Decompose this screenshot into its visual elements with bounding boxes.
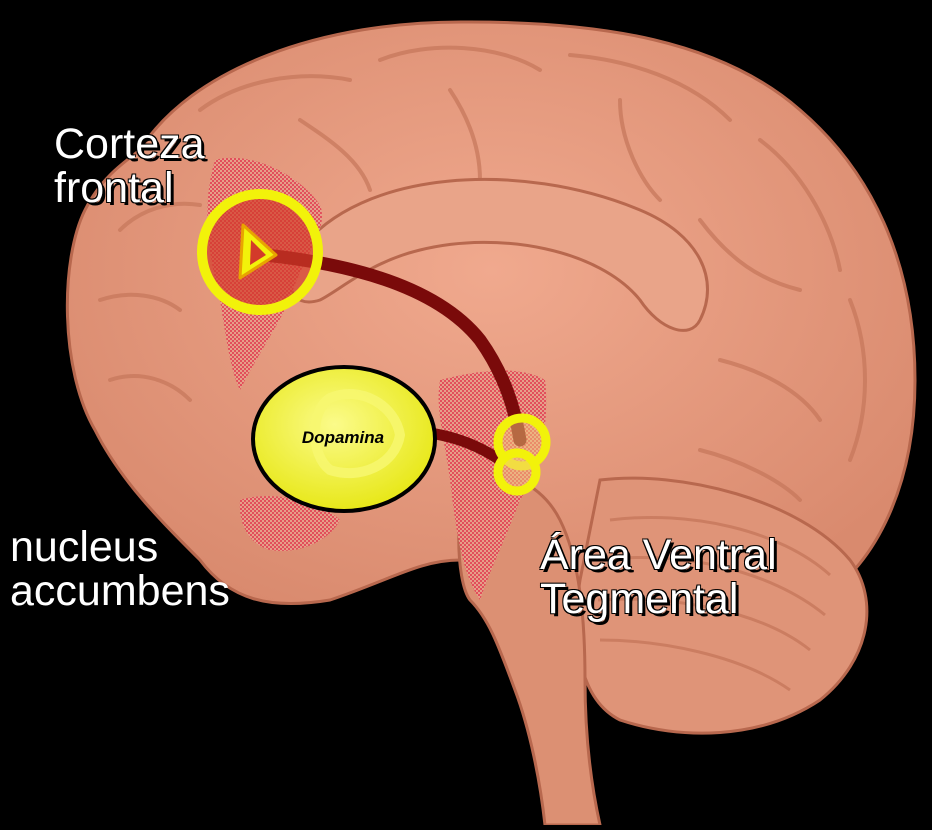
vta-label: Área Ventral Tegmental	[540, 533, 777, 621]
frontal-cortex-label: Corteza frontal	[54, 122, 205, 210]
nucleus-accumbens-label: nucleus accumbens	[10, 525, 230, 613]
vta-label-line1: Área Ventral	[540, 533, 777, 577]
frontal-cortex-label-line1: Corteza	[54, 122, 205, 166]
vta-label-line2: Tegmental	[540, 577, 777, 621]
nucleus-accumbens-label-line1: nucleus	[10, 525, 230, 569]
frontal-cortex-label-line2: frontal	[54, 166, 205, 210]
vta-ring-lower	[498, 453, 536, 491]
nucleus-accumbens-label-line2: accumbens	[10, 569, 230, 613]
dopamine-label: Dopamina	[258, 428, 428, 448]
